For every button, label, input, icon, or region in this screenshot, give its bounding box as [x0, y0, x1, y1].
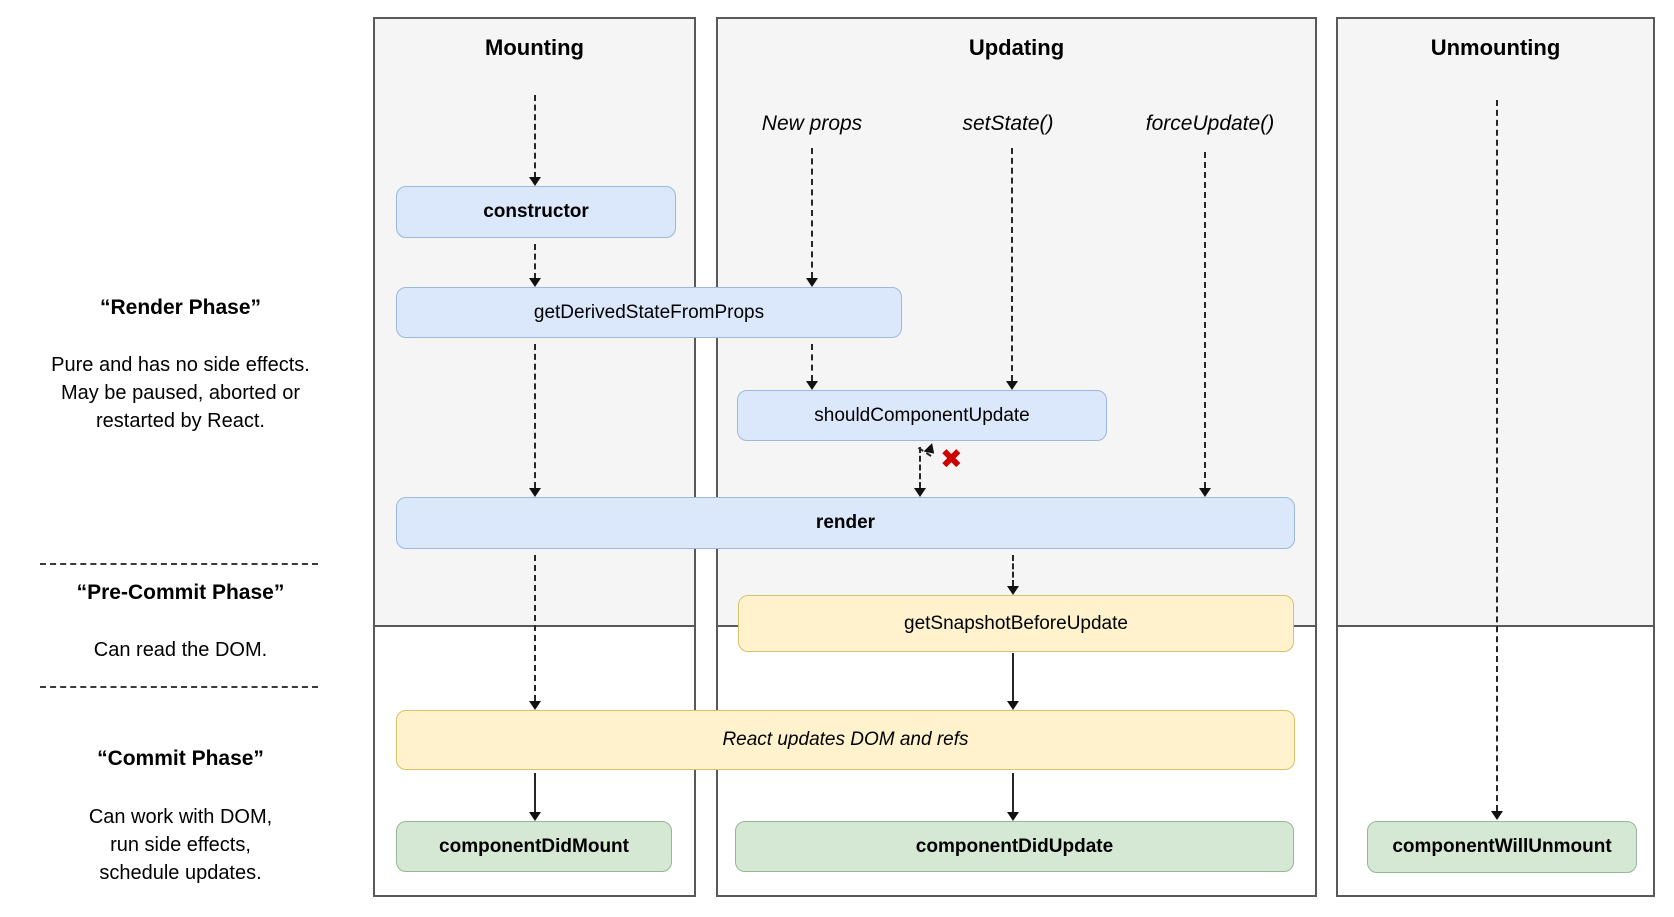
halt-x-icon: ✖	[940, 444, 963, 475]
pre-commit-phase-title: “Pre-Commit Phase”	[76, 581, 285, 604]
phase-divider	[40, 686, 318, 688]
arrowhead	[529, 177, 541, 186]
get-snapshot-before-update-node[interactable]: getSnapshotBeforeUpdate	[738, 595, 1294, 652]
arrowhead	[1491, 811, 1503, 820]
trigger-set-state: setState()	[962, 112, 1054, 135]
unmounting-title: Unmounting	[1430, 35, 1561, 60]
arrowhead	[1007, 812, 1019, 821]
commit-phase-title: “Commit Phase”	[97, 747, 264, 770]
arrowhead	[1007, 586, 1019, 595]
arrowhead	[529, 701, 541, 710]
arrowhead	[1199, 488, 1211, 497]
arrow-gsbu-to-dom-update	[1012, 653, 1014, 701]
constructor-node[interactable]: constructor	[396, 186, 676, 238]
arrow-gdsfp-to-render	[534, 344, 536, 488]
arrow-setstate-to-scu	[1011, 148, 1013, 381]
unmounting-panel: Unmounting	[1336, 17, 1655, 897]
component-did-update-node[interactable]: componentDidUpdate	[735, 821, 1294, 872]
react-updates-dom-node: React updates DOM and refs	[396, 710, 1295, 770]
arrow-unmounting-to-cwu	[1496, 100, 1498, 811]
arrowhead	[529, 488, 541, 497]
arrow-dom-update-to-cdu	[1012, 773, 1014, 812]
arrowhead	[1007, 701, 1019, 710]
arrow-newprops-to-gdsfp	[811, 148, 813, 278]
pre-commit-phase-description: Can read the DOM.	[93, 639, 268, 661]
commit-phase-description: Can work with DOM, run side effects, sch…	[88, 806, 273, 884]
trigger-force-update: forceUpdate()	[1145, 112, 1275, 135]
component-will-unmount-node[interactable]: componentWillUnmount	[1367, 821, 1637, 873]
should-component-update-node[interactable]: shouldComponentUpdate	[737, 390, 1107, 441]
component-did-mount-node[interactable]: componentDidMount	[396, 821, 672, 872]
arrow-dom-update-to-cdm	[534, 773, 536, 812]
arrow-constructor-to-gdsfp	[534, 244, 536, 279]
arrowhead	[1006, 381, 1018, 390]
arrow-mounting-start	[534, 95, 536, 178]
arrow-gdsfp-to-scu	[811, 344, 813, 381]
arrowhead	[806, 278, 818, 287]
get-derived-state-from-props-node[interactable]: getDerivedStateFromProps	[396, 287, 902, 338]
arrow-render-to-gsbu	[1012, 555, 1014, 586]
updating-title: Updating	[968, 35, 1065, 60]
phase-divider	[40, 563, 318, 565]
arrow-forceupdate-to-render	[1204, 152, 1206, 488]
render-phase-description: Pure and has no side effects. May be pau…	[51, 354, 310, 432]
arrowhead	[529, 278, 541, 287]
arrowhead	[914, 488, 926, 497]
trigger-new-props: New props	[761, 112, 863, 135]
unmounting-render-phase-area	[1338, 19, 1653, 627]
arrowhead	[529, 812, 541, 821]
render-phase-title: “Render Phase”	[99, 296, 262, 319]
arrow-scu-to-render	[919, 447, 921, 488]
render-node[interactable]: render	[396, 497, 1295, 549]
arrowhead	[806, 381, 818, 390]
mounting-title: Mounting	[485, 35, 584, 60]
arrow-render-to-dom-update	[534, 555, 536, 701]
